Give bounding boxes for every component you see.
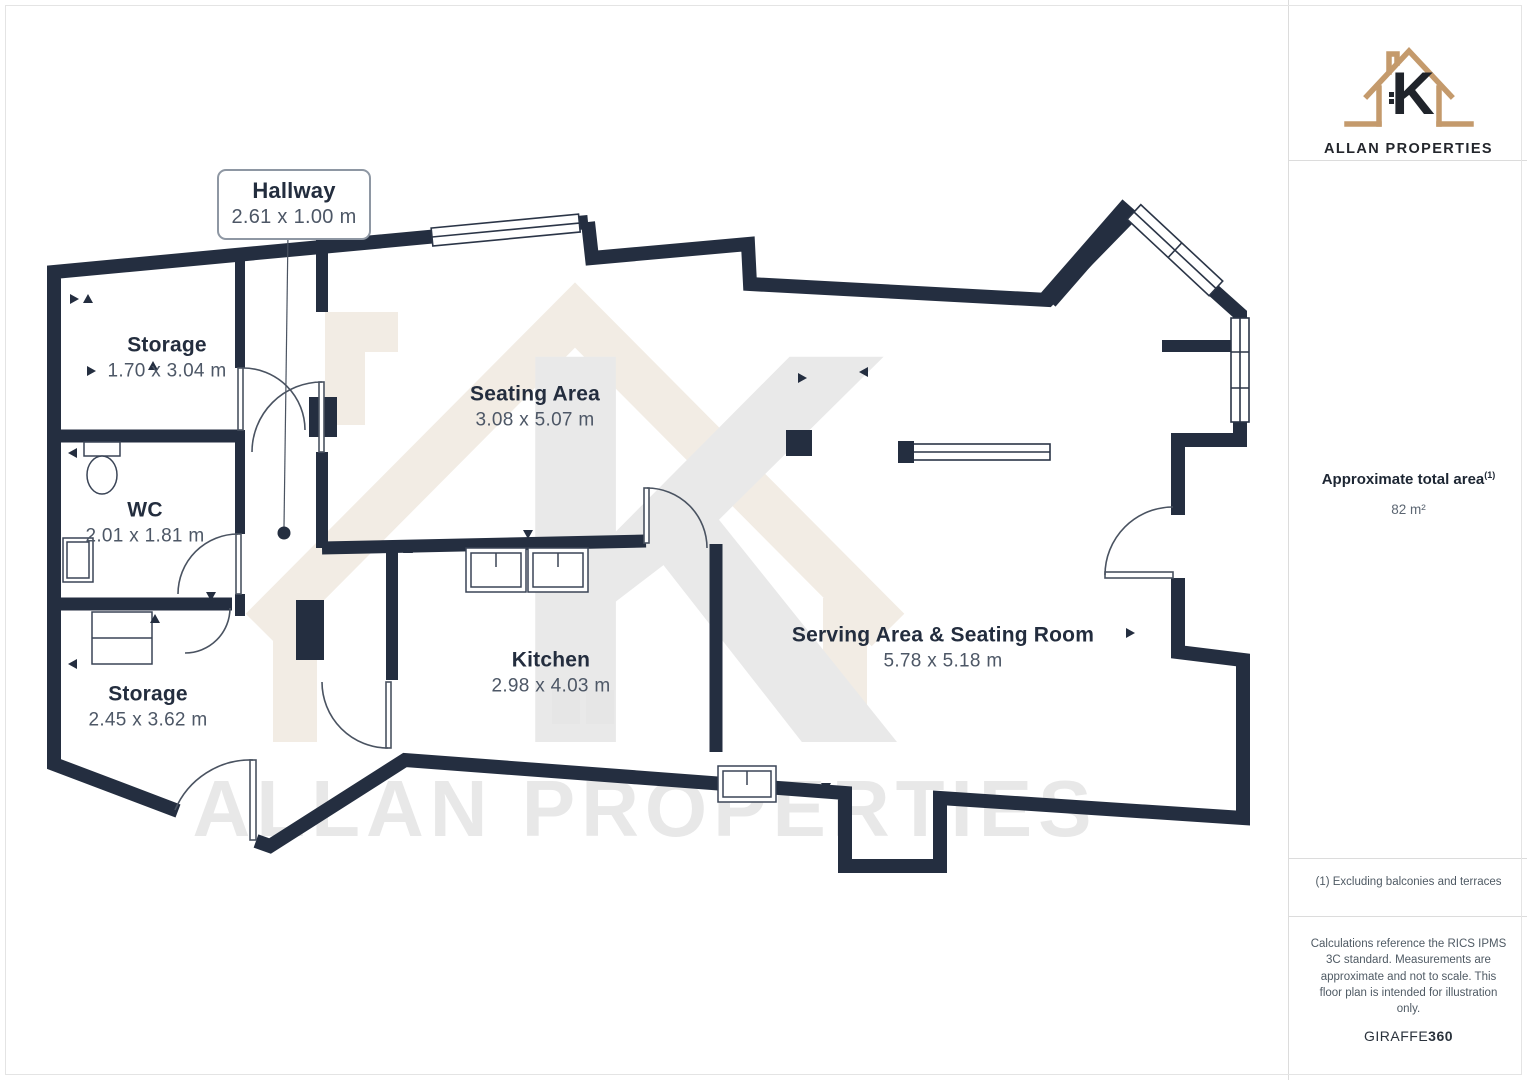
door-kitchen-corridor (321, 681, 392, 749)
agency-logo: K ALLAN PROPERTIES (1289, 34, 1527, 157)
door-serving-right (1104, 506, 1174, 579)
room-name: WC (127, 498, 163, 522)
room-name: Serving Area & Seating Room (791, 623, 1095, 647)
agency-logo-icon: K (1343, 46, 1474, 127)
room-label-seating-area: Seating Area 3.08 x 5.07 m (470, 383, 600, 432)
door-wc (177, 533, 242, 595)
interior-walls (60, 240, 1236, 752)
room-name: Storage (127, 333, 207, 357)
room-label-kitchen: Kitchen 2.98 x 4.03 m (491, 649, 610, 698)
sidebar-separator (1289, 160, 1527, 161)
toilet-icon (83, 441, 121, 495)
room-label-wc: WC 2.01 x 1.81 m (85, 499, 204, 548)
total-area-block: Approximate total area(1) 82 m² (1289, 470, 1527, 517)
fixtures (62, 441, 777, 803)
window-serving-counter (898, 441, 1051, 463)
window-diagonal (1126, 203, 1224, 297)
wall-stubs (296, 397, 812, 660)
area-footnote: (1) Excluding balconies and terraces (1315, 876, 1502, 888)
room-dims: 2.45 x 3.62 m (88, 709, 208, 731)
sidebar-separator (1289, 916, 1527, 917)
total-area-superscript: (1) (1484, 470, 1496, 480)
column (786, 430, 812, 456)
storage-shelf-icon (91, 611, 153, 665)
room-label-storage-top: Storage 1.70 x 3.04 m (107, 334, 226, 383)
credit-brand-suffix: 360 (1428, 1028, 1454, 1044)
disclaimer-text: Calculations reference the RICS IPMS 3C … (1310, 938, 1507, 1016)
logo-window (1388, 92, 1401, 104)
windows (430, 203, 1250, 463)
window-top (430, 213, 582, 247)
door-storage-top (237, 367, 306, 431)
room-dims: 2.98 x 4.03 m (491, 675, 611, 697)
room-dims: 3.08 x 5.07 m (475, 409, 595, 431)
info-sidebar: K ALLAN PROPERTIES Approximate total are… (1288, 0, 1527, 1080)
room-dims: 1.70 x 3.04 m (107, 360, 227, 382)
room-name: Seating Area (470, 382, 600, 406)
hallway-leader (277, 232, 291, 540)
room-name: Storage (108, 682, 188, 706)
room-name: Kitchen (511, 648, 591, 672)
measure-arrows (68, 294, 1135, 792)
total-area-title: Approximate total area(1) (1289, 470, 1527, 488)
credit-brand: GIRAFFE360 (1289, 1028, 1527, 1044)
floorplan-svg: K ALLAN PROPERTIES (47, 199, 1250, 873)
room-dims: 2.61 x 1.00 m (231, 206, 357, 228)
credit-brand-name: GIRAFFE (1363, 1028, 1429, 1044)
room-dims: 2.01 x 1.81 m (85, 525, 205, 547)
appliance-icon (717, 765, 777, 803)
room-label-serving-area: Serving Area & Seating Room 5.78 x 5.18 … (792, 624, 1094, 673)
floorplan-canvas: K ALLAN PROPERTIES (47, 169, 1250, 873)
door-storage-bottom (184, 607, 231, 654)
total-area-value: 82 m² (1391, 502, 1426, 517)
room-name: Hallway (252, 178, 336, 203)
door-exterior-bottom-left (174, 759, 257, 841)
total-area-title-text: Approximate total area (1321, 471, 1485, 488)
sink-icon (62, 537, 94, 583)
agency-brand-name: ALLAN PROPERTIES (1323, 141, 1494, 157)
door-kitchen-top (643, 487, 708, 549)
room-dims: 5.78 x 5.18 m (883, 650, 1003, 672)
kitchen-sink-icon (465, 547, 589, 593)
doors (174, 367, 1174, 841)
sidebar-separator (1289, 858, 1527, 859)
room-label-storage-bottom: Storage 2.45 x 3.62 m (88, 683, 207, 732)
door-hallway-seating (251, 381, 325, 453)
room-label-hallway: Hallway 2.61 x 1.00 m (217, 169, 371, 240)
window-right (1230, 317, 1250, 423)
